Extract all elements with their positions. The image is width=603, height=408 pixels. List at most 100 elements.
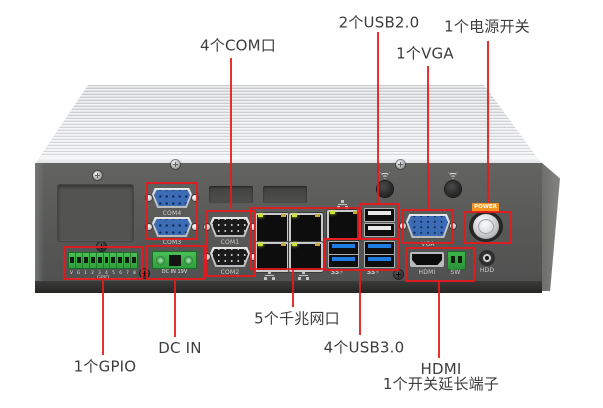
heatsink-fins [35,85,542,164]
gpio-pin [97,253,104,268]
hdd-label: HDD [479,267,495,274]
db9-male-face [212,219,248,235]
callout-hdmi: HDMI 1个开关延长端子 [383,362,499,392]
network-icon [337,200,348,210]
jackscrew-icon [146,195,152,201]
com3-port [146,217,198,237]
com3-label: COM3 [162,239,182,246]
usb-tongue [368,257,391,261]
gpio-pin [110,253,118,268]
lan-led [281,243,286,246]
db9-shell [152,217,192,237]
lan-led [292,243,297,246]
hdmi-port-label: HDMI [418,269,436,276]
hdmi-port [410,252,444,267]
usb-tongue [332,257,355,261]
terminal-screw-icon [184,256,193,265]
lan-led [330,211,335,214]
com1-port [204,217,256,237]
callout-dcin: DC IN [158,339,202,357]
callout-hdmi-line2: 1个开关延长端子 [382,375,500,393]
usb2-port-1 [364,208,395,222]
gpio-terminal-block [68,252,138,269]
com2-label: COM2 [220,269,240,276]
callout-gpio: 1个GPIO [73,357,137,376]
usb3-port-1 [328,241,359,255]
sw-label: SW [450,269,461,276]
wifi-icon [448,172,458,179]
callout-hdmi-line1: HDMI [420,360,462,378]
com4-label: COM4 [162,210,182,217]
usb2-port-2 [364,223,395,237]
chassis-front-lip [35,157,542,164]
gpio-pin [69,253,76,268]
power-button [469,211,503,242]
lan-led [281,214,286,217]
chassis-bottom-edge [35,281,542,293]
db9-female-face [154,190,190,206]
db9-shell [210,217,250,237]
callout-vga: 1个VGA [396,44,454,63]
gpio-caption-text: GPIO [96,275,110,281]
lan-port-4 [289,242,323,272]
screw-icon [394,270,403,279]
gpio-pin [124,253,132,268]
callout-usb2: 2个USB2.0 [338,13,420,32]
db9-male-face [212,249,248,265]
gpio-pin [104,253,111,268]
terminal-slot [169,255,181,266]
gpio-pin [76,253,83,268]
antenna-hole [445,181,461,197]
usb-tongue [368,244,391,248]
gpio-caption: GPIO [68,275,138,281]
callout-com: 4个COM口 [200,36,276,55]
lan-led [292,214,297,217]
usb3-ss-mark: SS⚡ [331,269,344,276]
jackscrew-icon [400,223,406,229]
jackscrew-icon [204,224,210,230]
network-icon [264,271,275,281]
lan-port-5 [327,210,361,240]
db9-female-face [154,219,190,235]
terminal-screw-icon [156,256,165,265]
screw-icon [93,171,102,180]
usb3-port-4 [364,254,395,268]
vga-label: VGA [421,241,435,248]
gpio-pin [117,253,125,268]
usb-tongue [368,211,391,215]
lan-port-1 [255,213,289,243]
com2-port [204,247,256,267]
usb-tongue [332,244,355,248]
screw-icon [97,242,106,251]
com4-port [146,188,198,208]
gpio-pin [131,253,137,268]
switch-extension-terminal [447,251,466,270]
blanked-port-cutout [209,186,253,203]
gpio-pin [90,253,97,268]
lan-led [258,243,263,246]
db9-shell [152,188,192,208]
jackscrew-icon [146,224,152,230]
db9-shell [210,247,250,267]
screw-icon [140,269,149,278]
jackscrew-icon [450,223,456,229]
jackscrew-icon [204,254,210,260]
screw-icon [171,160,180,169]
network-icon [298,271,309,281]
lan-led [258,214,263,217]
lan-led [353,211,358,214]
jackscrew-icon [192,224,198,230]
chassis-heatsink-top [35,85,542,164]
lan-led [315,214,320,217]
usb3-port-3 [364,241,395,255]
callout-power: 1个电源开关 [444,17,530,36]
screw-icon [396,160,405,169]
antenna-hole [377,181,393,197]
gpio-pin [83,253,90,268]
panel-left-edge-highlight [35,163,44,281]
lan-led [315,243,320,246]
usb3-ss-mark: SS⚡ [367,269,380,276]
usb-tongue [368,226,391,230]
chassis-right-face [542,163,560,291]
usb3-port-2 [328,254,359,268]
